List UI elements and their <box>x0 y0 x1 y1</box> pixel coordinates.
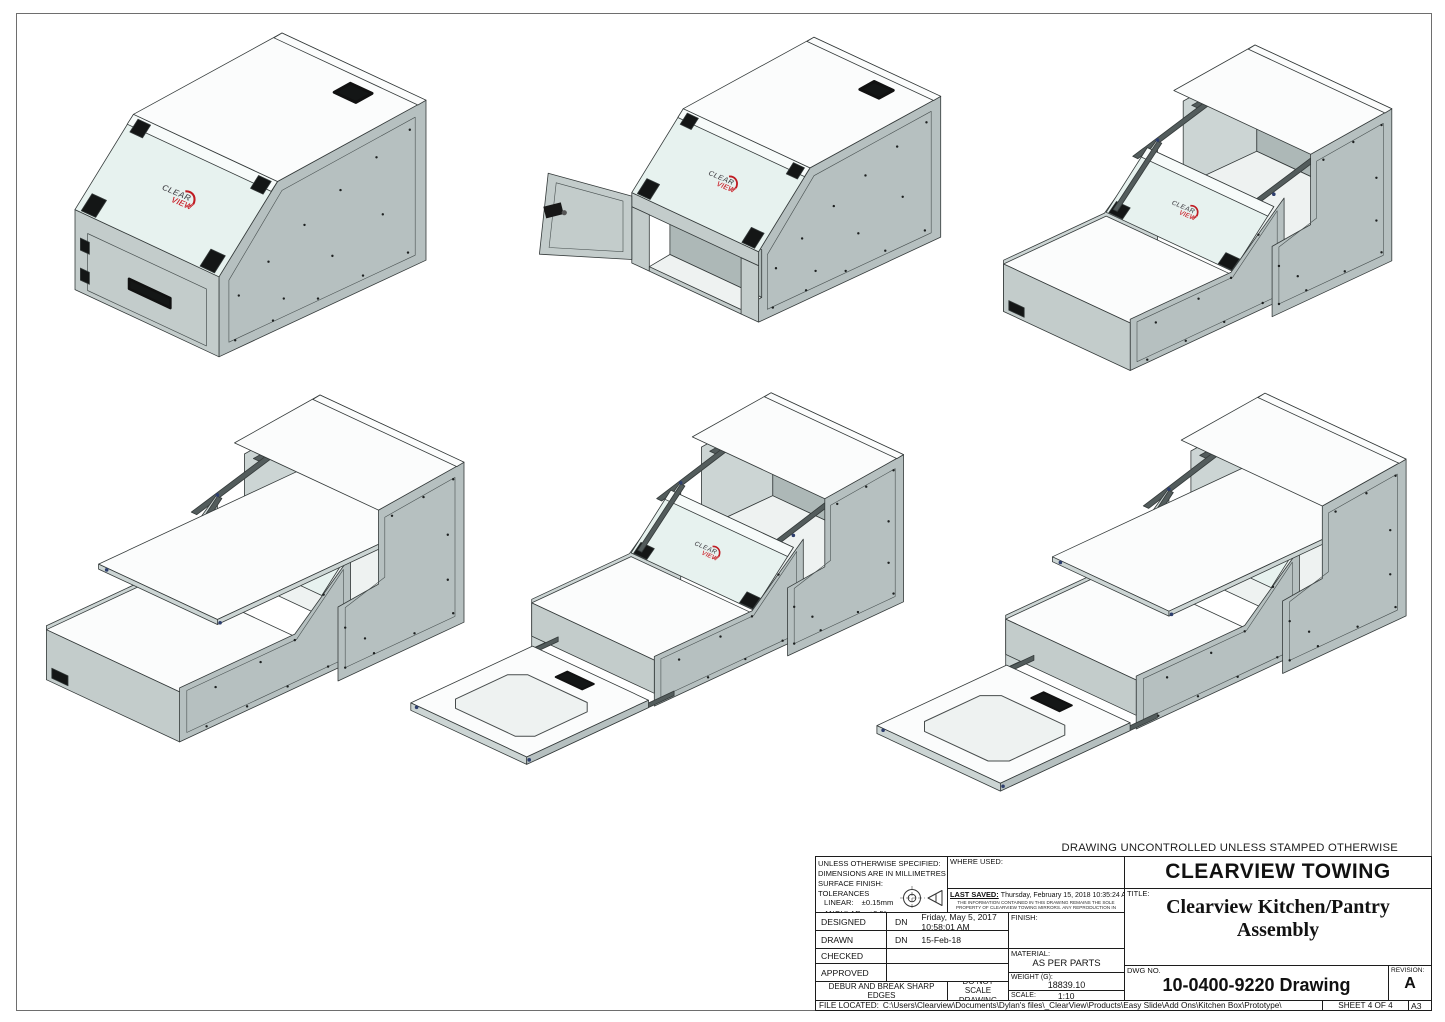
designed-label: DESIGNED <box>815 912 887 931</box>
linear-value: ±0.15mm <box>861 898 894 908</box>
revision-label: REVISION: <box>1391 967 1425 974</box>
do-not-scale-note: DO NOT SCALE DRAWING <box>958 981 998 1001</box>
dwg-no-label: DWG NO. <box>1127 966 1161 975</box>
weight-value: 18839.10 <box>1047 980 1086 990</box>
scale-label: SCALE: <box>1011 992 1036 999</box>
last-saved-box: LAST SAVED: Thursday, February 15, 2018 … <box>947 888 1125 913</box>
last-saved-value: Thursday, February 15, 2018 10:35:24 AM <box>1000 892 1125 899</box>
do-not-scale-box: DO NOT SCALE DRAWING <box>947 981 1009 1001</box>
view-stove-tray-extended-drawing: CLEARVIEW <box>410 392 904 765</box>
scale-value: 1:10 <box>1057 990 1075 1001</box>
checked-value <box>886 948 1009 964</box>
spec-line-1: UNLESS OTHERWISE SPECIFIED: <box>818 859 941 868</box>
third-angle-projection-icon <box>900 886 943 910</box>
confidentiality-note: THE INFORMATION CONTAINED IN THIS DRAWIN… <box>955 900 1117 912</box>
drawing-title: Clearview Kitchen/Pantry Assembly <box>1166 896 1390 941</box>
company-name: CLEARVIEW TOWING MIRRORS <box>1124 856 1432 889</box>
uncontrolled-note: DRAWING UNCONTROLLED UNLESS STAMPED OTHE… <box>1061 842 1398 854</box>
file-path: C:\Users\Clearview\Documents\Dylan's fil… <box>882 1001 1282 1010</box>
spec-box: UNLESS OTHERWISE SPECIFIED: DIMENSIONS A… <box>815 856 948 913</box>
approved-value <box>886 963 1009 982</box>
linear-label: LINEAR: <box>824 898 854 908</box>
dwg-no: 10-0400-9220 Drawing <box>1162 975 1351 995</box>
drawn-date: 15-Feb-18 <box>921 934 962 945</box>
paper-size: A3 <box>1411 1001 1422 1011</box>
where-used-box: WHERE USED: <box>947 856 1125 889</box>
spec-line-4: TOLERANCES <box>818 888 870 898</box>
material-box: MATERIAL: AS PER PARTS <box>1008 948 1125 973</box>
material-label: MATERIAL: <box>1011 949 1051 958</box>
spec-line-2: DIMENSIONS ARE IN MILLIMETRES <box>818 868 946 878</box>
dwg-no-box: DWG NO. 10-0400-9220 Drawing <box>1124 965 1389 1001</box>
sheet-number: SHEET 4 OF 4 <box>1338 1001 1393 1010</box>
designed-by: DN <box>895 916 908 927</box>
debur-note-box: DEBUR AND BREAK SHARP EDGES <box>815 981 948 1001</box>
file-located-label: FILE LOCATED: <box>819 1001 879 1010</box>
angular-value: ±0.5° <box>869 909 887 912</box>
linear-tolerance: LINEAR: ±0.15mm <box>818 898 945 908</box>
where-used-label: WHERE USED: <box>950 857 1003 866</box>
weight-box: WEIGHT (G): 18839.10 <box>1008 972 1125 991</box>
last-saved-label: LAST SAVED: <box>950 890 999 899</box>
revision-value: A <box>1404 975 1416 992</box>
approved-label: APPROVED <box>815 963 887 982</box>
view-bench-extended-drawing: CLEARVIEW <box>1003 44 1393 371</box>
finish-label: FINISH: <box>1011 913 1038 922</box>
title-box: TITLE: Clearview Kitchen/Pantry Assembly <box>1124 888 1432 966</box>
material-value: AS PER PARTS <box>1032 958 1101 969</box>
angular-label: ANGULAR: <box>824 909 863 912</box>
file-located-box: FILE LOCATED: C:\Users\Clearview\Documen… <box>815 1000 1323 1011</box>
drawn-label: DRAWN <box>815 930 887 949</box>
paper-size-box: A3 <box>1408 1000 1432 1011</box>
designed-value: DN Friday, May 5, 2017 10:58:01 AM <box>886 912 1009 931</box>
weight-label: WEIGHT (G): <box>1011 974 1053 981</box>
title-label: TITLE: <box>1127 889 1150 898</box>
designed-date: Friday, May 5, 2017 10:58:01 AM <box>921 912 997 931</box>
view-box-door-open-drawing: CLEARVIEW <box>538 36 942 323</box>
view-bench-and-shelf-extended-drawing <box>45 394 465 743</box>
view-box-closed-drawing: CLEARVIEW <box>74 32 427 358</box>
checked-label: CHECKED <box>815 948 887 964</box>
sheet-border <box>16 13 1432 1011</box>
finish-box: FINISH: <box>1008 912 1125 949</box>
drawn-by: DN <box>895 934 908 945</box>
sheet-number-box: SHEET 4 OF 4 <box>1322 1000 1409 1011</box>
revision-box: REVISION: A <box>1388 965 1432 1001</box>
spec-line-3: SURFACE FINISH: <box>818 878 883 888</box>
angular-tolerance: ANGULAR: ±0.5° <box>818 909 945 912</box>
debur-note: DEBUR AND BREAK SHARP EDGES <box>828 981 935 1000</box>
view-fully-extended-drawing <box>876 392 1407 792</box>
drawn-value: DN 15-Feb-18 <box>886 930 1009 949</box>
